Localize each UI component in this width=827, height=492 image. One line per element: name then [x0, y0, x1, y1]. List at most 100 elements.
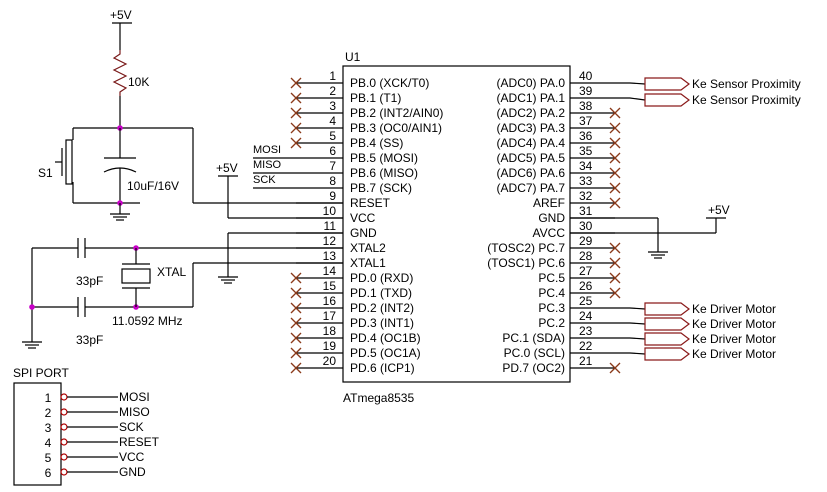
pin-name: PC.2	[538, 316, 565, 330]
pin-name: PD.0 (RXD)	[350, 271, 413, 285]
junction-dot	[29, 304, 35, 310]
pin-name: XTAL2	[350, 241, 386, 255]
pin-name: (ADC5) PA.5	[497, 151, 566, 165]
pin-number: 18	[323, 324, 337, 338]
pin-name: PB.3 (OC0/AIN1)	[350, 121, 442, 135]
output-port-arrow: Ke Sensor Proximity	[644, 77, 801, 91]
spi-pin-number: 1	[45, 391, 52, 405]
motor-wire	[615, 352, 646, 355]
pin-number: 37	[579, 114, 593, 128]
pin-number: 13	[323, 249, 337, 263]
ic-body	[342, 65, 571, 383]
no-connect-marker	[290, 122, 302, 134]
pin-name: PD.6 (ICP1)	[350, 361, 415, 375]
motor-output-label: Ke Driver Motor	[692, 302, 776, 316]
ic-pin-right: 39 (ADC1) PA.1	[497, 84, 615, 105]
spi-pin-name: RESET	[119, 435, 160, 449]
sensor-wire	[615, 82, 646, 85]
pin-number: 20	[323, 354, 337, 368]
net-label-sck: SCK	[253, 174, 276, 186]
spi-pin-number: 4	[45, 436, 52, 450]
vcc-power-label: +5V	[216, 161, 238, 175]
pin-number: 24	[579, 309, 593, 323]
pin-number: 39	[579, 84, 593, 98]
no-connect-marker	[609, 242, 621, 254]
pin-name: (ADC1) PA.1	[497, 91, 566, 105]
capacitor-value: 10uF/16V	[127, 179, 179, 193]
ic-pin-right: 38(ADC2) PA.2	[497, 99, 621, 120]
spi-pin-name: MISO	[119, 405, 150, 419]
output-port-arrow: Ke Driver Motor	[644, 332, 776, 346]
no-connect-marker	[290, 302, 302, 314]
ic-pin-right: 29 (TOSC2) PC.7	[487, 234, 621, 255]
avcc-gnd-net: +5V	[570, 203, 730, 259]
spi-port-title: SPI PORT	[13, 366, 69, 380]
spi-pin-name: GND	[119, 465, 146, 479]
pin-number: 10	[323, 204, 337, 218]
ic-part-name: ATmega8535	[343, 391, 414, 405]
ic-pin-right: 37(ADC3) PA.3	[497, 114, 621, 135]
output-port-arrow: Ke Driver Motor	[644, 302, 776, 316]
crystal-circuit: XTAL 11.0592 MHz 33pF 33pF	[22, 238, 343, 349]
pin-name: (TOSC2) PC.7	[487, 241, 565, 255]
ground-symbol	[110, 203, 130, 221]
motor-output-label: Ke Driver Motor	[692, 317, 776, 331]
pin-name: AVCC	[533, 226, 566, 240]
ic-pin-right: 36(ADC4) PA.4	[497, 129, 621, 150]
pin-name: AREF	[533, 196, 565, 210]
top-power-label: +5V	[110, 8, 132, 22]
ic-reference: U1	[345, 50, 361, 64]
output-port-arrow: Ke Sensor Proximity	[644, 93, 801, 107]
vcc-power-symbol: +5V	[216, 161, 343, 219]
output-port-arrow: Ke Driver Motor	[644, 317, 776, 331]
pin-name: (ADC4) PA.4	[497, 136, 566, 150]
pin-number: 16	[323, 294, 337, 308]
pin-number: 29	[579, 234, 593, 248]
spi-port-pin: 4 RESET	[45, 435, 160, 450]
no-connect-marker	[609, 107, 621, 119]
no-connect-marker	[290, 272, 302, 284]
pin-name: XTAL1	[350, 256, 386, 270]
net-label-miso: MISO	[253, 159, 282, 171]
pin-number: 17	[323, 309, 337, 323]
ic-pin-right: 33(ADC7) PA.7	[497, 174, 621, 195]
resistor-10k: 10K	[112, 50, 149, 128]
pin-number: 11	[324, 219, 337, 233]
pin-name: PD.4 (OC1B)	[350, 331, 421, 345]
ic-pin-right: 34(ADC6) PA.6	[497, 159, 621, 180]
no-connect-marker	[609, 287, 621, 299]
pin-name: (ADC2) PA.2	[497, 106, 566, 120]
motor-wire	[615, 337, 646, 340]
no-connect-marker	[609, 152, 621, 164]
pin-name: PB.1 (T1)	[350, 91, 401, 105]
pin-number: 25	[579, 294, 593, 308]
crystal-cap1-value: 33pF	[76, 274, 103, 288]
pin-number: 6	[329, 144, 336, 158]
pin-number: 19	[323, 339, 337, 353]
no-connect-marker	[290, 362, 302, 374]
pin-number: 12	[323, 234, 337, 248]
pin-number: 15	[323, 279, 337, 293]
crystal-frequency: 11.0592 MHz	[112, 314, 182, 328]
sensor-output-label: Ke Sensor Proximity	[692, 77, 801, 91]
pin-number: 9	[329, 189, 336, 203]
pin-name: PC.4	[538, 286, 565, 300]
pin-name: GND	[538, 211, 565, 225]
